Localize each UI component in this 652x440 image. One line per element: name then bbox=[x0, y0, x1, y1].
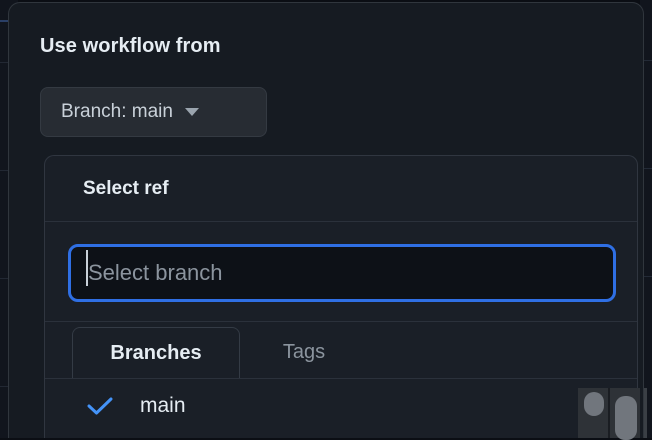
search-input[interactable] bbox=[68, 244, 616, 302]
modal-title: Use workflow from bbox=[40, 35, 221, 57]
background-accent-line bbox=[0, 20, 14, 22]
chevron-down-icon bbox=[184, 108, 199, 116]
scrollbar-edge bbox=[644, 388, 647, 438]
select-ref-panel: Select ref Branches Tags main bbox=[44, 155, 638, 438]
list-item-label: main bbox=[140, 394, 186, 417]
select-ref-search-row bbox=[45, 222, 637, 322]
select-ref-title: Select ref bbox=[83, 178, 169, 199]
tab-tags[interactable]: Tags bbox=[282, 341, 326, 363]
background-divider bbox=[640, 168, 652, 169]
branch-list: main bbox=[45, 378, 637, 438]
text-cursor bbox=[86, 250, 88, 286]
list-item[interactable]: main bbox=[45, 379, 637, 433]
scrollbar-separator bbox=[608, 388, 610, 438]
branch-selector-button[interactable]: Branch: main bbox=[40, 87, 267, 137]
workflow-dispatch-modal: Use workflow from Branch: main Select re… bbox=[8, 2, 644, 438]
check-icon bbox=[87, 397, 113, 415]
branch-selector-label: Branch: main bbox=[61, 101, 173, 122]
ref-tablist: Branches Tags bbox=[45, 322, 637, 378]
background-divider bbox=[640, 276, 652, 277]
background-divider bbox=[640, 60, 652, 61]
scrollbar-thumb-outer[interactable] bbox=[615, 396, 637, 440]
select-ref-header: Select ref bbox=[45, 156, 637, 222]
tab-branches[interactable]: Branches bbox=[72, 327, 240, 378]
scrollbar-thumb-inner[interactable] bbox=[584, 392, 604, 416]
